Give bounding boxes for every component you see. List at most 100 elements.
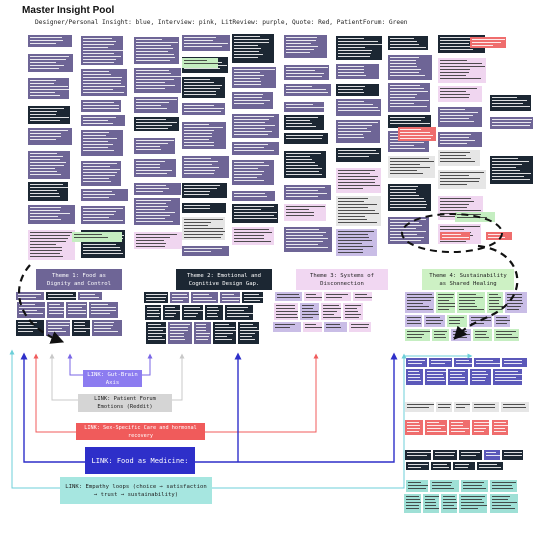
- insight-note[interactable]: [433, 450, 457, 460]
- insight-note[interactable]: [134, 198, 180, 226]
- insight-note[interactable]: [241, 292, 264, 304]
- insight-note[interactable]: [493, 315, 510, 327]
- insight-note[interactable]: [336, 196, 382, 226]
- insight-note[interactable]: [46, 320, 71, 337]
- insight-note[interactable]: [398, 127, 436, 141]
- link-food-medicine[interactable]: LINK: Food as Medicine:: [85, 447, 195, 474]
- link-sex-specific[interactable]: LINK: Sex-Specific Care and hormonal rec…: [76, 423, 205, 440]
- insight-note[interactable]: [28, 105, 70, 125]
- insight-note[interactable]: [134, 96, 179, 113]
- insight-note[interactable]: [489, 493, 518, 514]
- insight-note[interactable]: [284, 64, 329, 80]
- insight-note[interactable]: [453, 461, 475, 471]
- insight-note[interactable]: [490, 480, 518, 492]
- insight-note[interactable]: [304, 292, 323, 302]
- insight-note[interactable]: [405, 358, 427, 368]
- insight-note[interactable]: [232, 92, 273, 110]
- insight-note[interactable]: [16, 302, 45, 319]
- insight-note[interactable]: [89, 302, 118, 319]
- insight-note[interactable]: [470, 369, 492, 386]
- insight-note[interactable]: [81, 206, 125, 224]
- insight-note[interactable]: [336, 36, 382, 61]
- insight-note[interactable]: [237, 322, 259, 344]
- insight-note[interactable]: [405, 369, 424, 386]
- insight-note[interactable]: [182, 202, 226, 213]
- insight-note[interactable]: [232, 226, 275, 245]
- insight-note[interactable]: [404, 292, 435, 314]
- insight-note[interactable]: [456, 292, 485, 314]
- insight-note[interactable]: [284, 115, 325, 130]
- insight-note[interactable]: [324, 292, 351, 302]
- insight-note[interactable]: [81, 160, 122, 186]
- insight-note[interactable]: [458, 450, 483, 460]
- insight-note[interactable]: [448, 369, 469, 386]
- insight-note[interactable]: [494, 328, 520, 342]
- insight-note[interactable]: [284, 35, 327, 58]
- insight-note[interactable]: [78, 292, 102, 301]
- insight-note[interactable]: [134, 231, 182, 250]
- insight-note[interactable]: [182, 183, 227, 198]
- insight-note[interactable]: [144, 292, 168, 304]
- insight-note[interactable]: [66, 302, 88, 319]
- insight-note[interactable]: [406, 461, 429, 471]
- insight-note[interactable]: [181, 305, 203, 321]
- link-empathy-loops[interactable]: LINK: Empathy loops (choice → satisfacti…: [60, 477, 212, 504]
- insight-note[interactable]: [388, 216, 430, 244]
- insight-note[interactable]: [134, 36, 180, 64]
- insight-note[interactable]: [182, 121, 226, 150]
- insight-note[interactable]: [182, 58, 218, 68]
- insight-note[interactable]: [81, 189, 129, 201]
- insight-note[interactable]: [232, 34, 275, 64]
- insight-note[interactable]: [438, 107, 483, 127]
- insight-note[interactable]: [493, 369, 522, 386]
- insight-note[interactable]: [405, 450, 432, 460]
- insight-note[interactable]: [193, 322, 211, 344]
- insight-note[interactable]: [274, 292, 302, 302]
- insight-note[interactable]: [134, 182, 182, 195]
- insight-note[interactable]: [72, 320, 91, 337]
- insight-note[interactable]: [336, 148, 382, 163]
- theme-4-card[interactable]: Theme 4: Sustainability as Shared Healin…: [422, 269, 514, 290]
- insight-note[interactable]: [472, 420, 490, 435]
- insight-note[interactable]: [212, 322, 236, 344]
- insight-note[interactable]: [440, 493, 458, 514]
- insight-note[interactable]: [81, 35, 124, 66]
- insight-note[interactable]: [81, 130, 124, 157]
- insight-note[interactable]: [28, 205, 75, 225]
- insight-note[interactable]: [388, 54, 433, 81]
- insight-note[interactable]: [454, 358, 473, 368]
- theme-3-card[interactable]: Theme 3: Systems of Disconnection: [296, 269, 388, 290]
- insight-note[interactable]: [15, 320, 45, 337]
- insight-note[interactable]: [446, 315, 468, 327]
- insight-note[interactable]: [28, 230, 75, 260]
- insight-note[interactable]: [440, 232, 470, 240]
- insight-note[interactable]: [352, 292, 372, 302]
- insight-note[interactable]: [438, 132, 483, 148]
- insight-note[interactable]: [469, 315, 492, 327]
- insight-note[interactable]: [46, 302, 65, 319]
- insight-note[interactable]: [182, 76, 225, 99]
- theme-2-card[interactable]: Theme 2: Emotional and Cognitive Design …: [176, 269, 272, 290]
- insight-note[interactable]: [405, 328, 431, 342]
- insight-note[interactable]: [438, 57, 486, 83]
- insight-note[interactable]: [430, 461, 452, 471]
- insight-note[interactable]: [46, 292, 77, 301]
- insight-note[interactable]: [502, 450, 524, 460]
- insight-note[interactable]: [472, 402, 499, 412]
- insight-note[interactable]: [146, 322, 166, 344]
- insight-note[interactable]: [81, 100, 122, 112]
- insight-note[interactable]: [284, 150, 327, 179]
- insight-note[interactable]: [302, 322, 322, 333]
- insight-note[interactable]: [436, 292, 455, 314]
- insight-note[interactable]: [28, 34, 73, 48]
- link-patient-forum[interactable]: LINK: Patient Forum Emotions (Reddit): [78, 394, 172, 412]
- insight-note[interactable]: [438, 169, 486, 190]
- insight-note[interactable]: [134, 137, 176, 155]
- insight-note[interactable]: [182, 103, 226, 116]
- insight-note[interactable]: [144, 305, 161, 321]
- insight-note[interactable]: [284, 101, 325, 113]
- insight-note[interactable]: [232, 204, 279, 223]
- insight-note[interactable]: [343, 303, 364, 321]
- link-gut-brain[interactable]: LINK: Gut-Brain Axis: [83, 370, 142, 387]
